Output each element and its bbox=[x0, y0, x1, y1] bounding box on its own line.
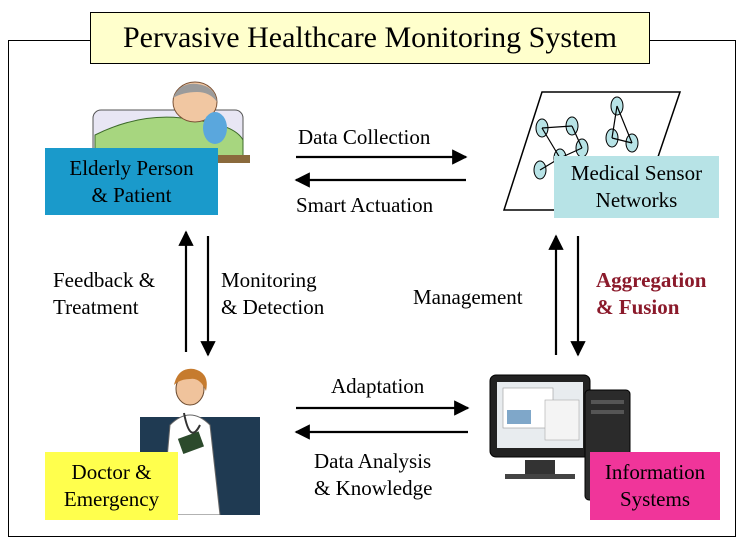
patient-node: Elderly Person & Patient bbox=[45, 148, 218, 215]
label-aggregation-fusion: Aggregation & Fusion bbox=[596, 268, 707, 320]
label-smart-actuation: Smart Actuation bbox=[296, 193, 434, 217]
sensor-network-node: Medical Sensor Networks bbox=[554, 156, 719, 218]
information-systems-node: Information Systems bbox=[590, 452, 720, 520]
doctor-node: Doctor & Emergency bbox=[45, 452, 178, 520]
diagram-title: Pervasive Healthcare Monitoring System bbox=[90, 12, 650, 64]
label-monitoring-detection: Monitoring & Detection bbox=[221, 268, 325, 320]
label-data-analysis: Data Analysis & Knowledge bbox=[314, 449, 433, 501]
label-data-collection: Data Collection bbox=[298, 125, 431, 149]
label-adaptation: Adaptation bbox=[331, 374, 425, 398]
label-management: Management bbox=[413, 285, 523, 309]
label-feedback-treatment: Feedback & Treatment bbox=[53, 268, 156, 320]
